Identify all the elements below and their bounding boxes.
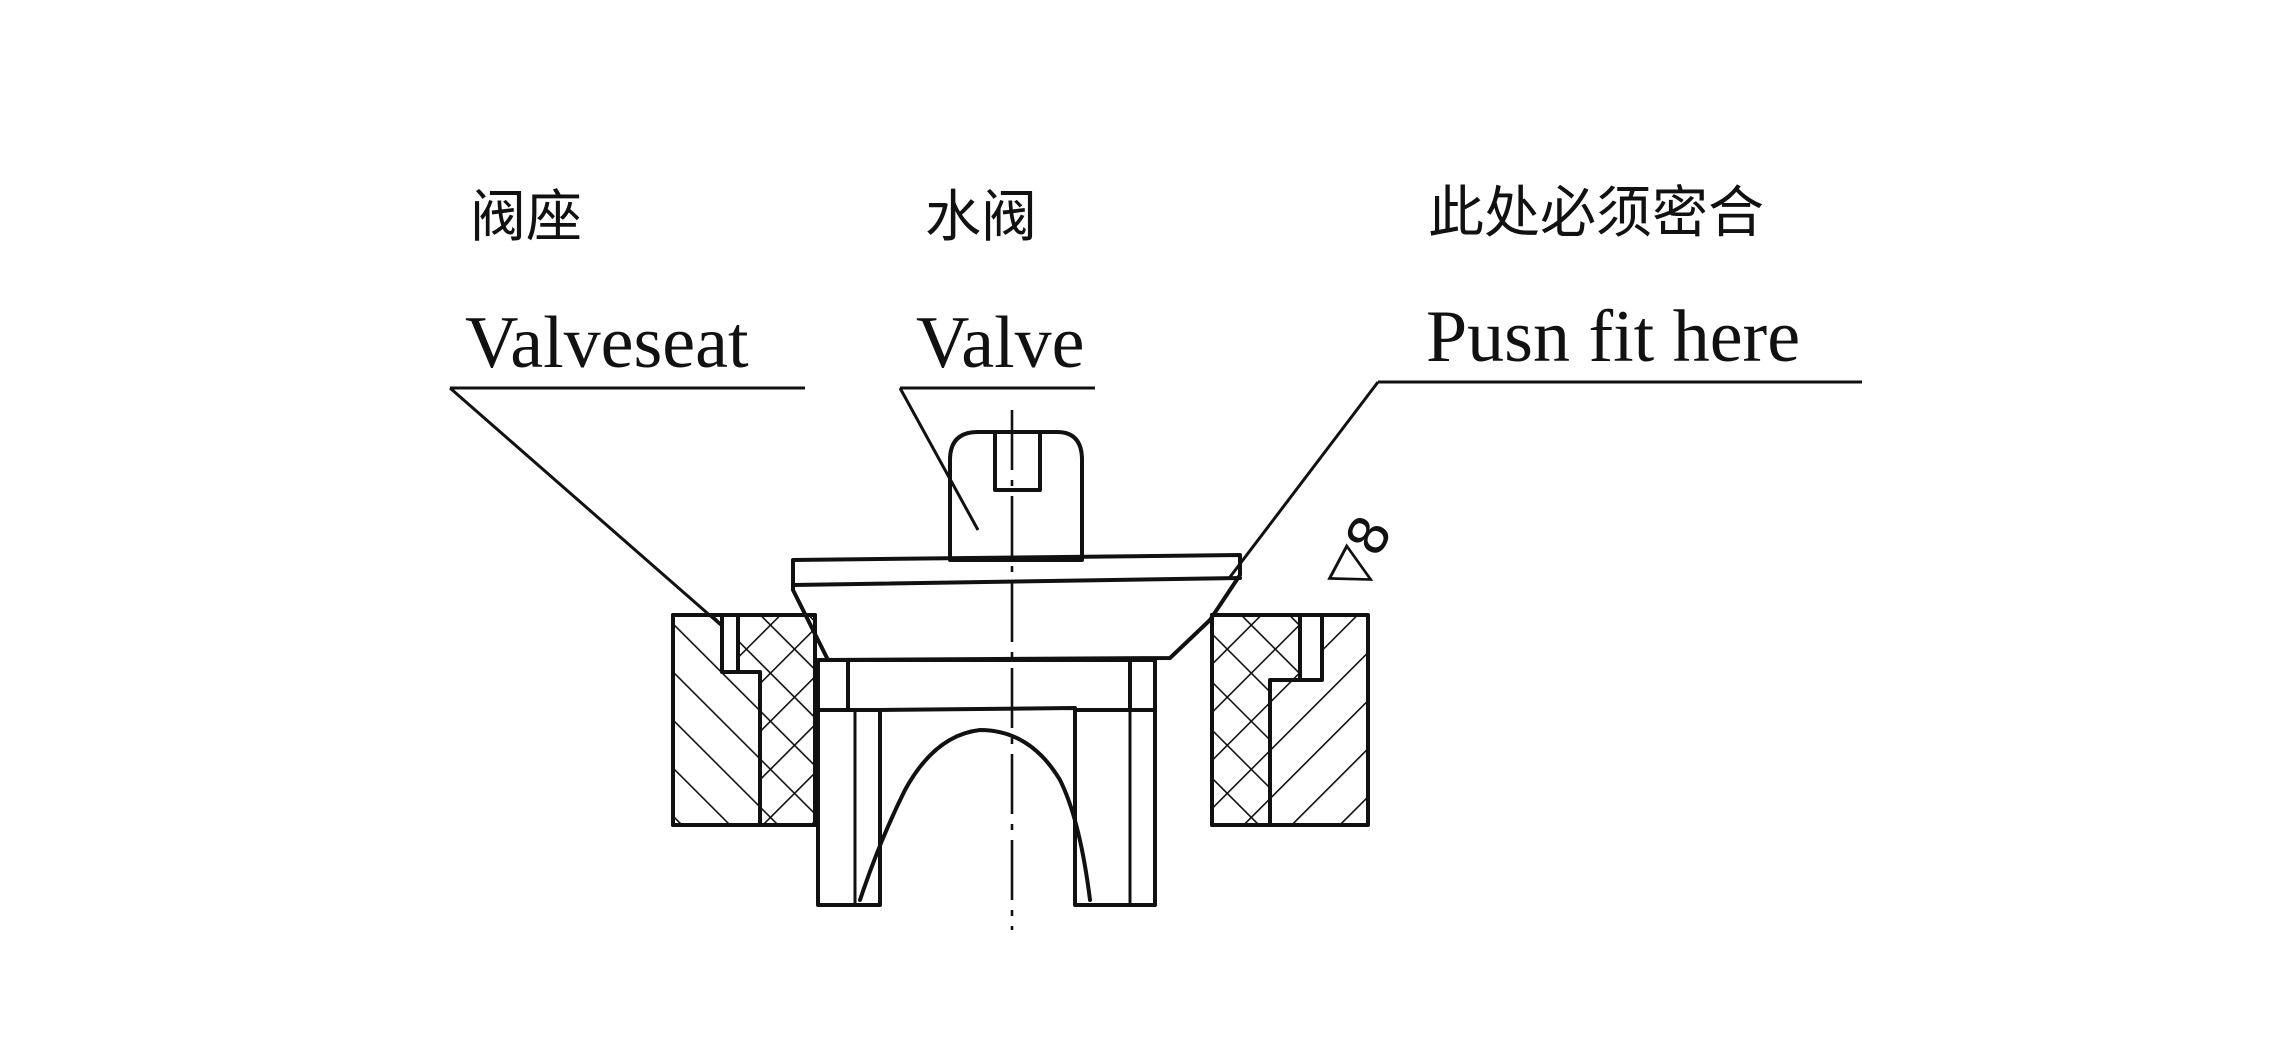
push-fit-label-en: Pusn fit here [1426, 296, 1801, 378]
left-housing-section [671, 613, 817, 827]
leader-valve [898, 386, 1095, 531]
valve-body [791, 430, 1242, 907]
valve-seat-label-en: Valveseat [465, 302, 749, 384]
push-fit-label-cn: 此处必须密合 [1428, 181, 1764, 246]
right-housing-section [1210, 613, 1370, 827]
leader-valve-seat [449, 386, 805, 642]
valve-label-en: Valve [916, 302, 1085, 384]
valve-label-cn: 水阀 [925, 185, 1037, 250]
valve-seat-label-cn: 阀座 [470, 185, 582, 250]
leader-push-fit [1228, 380, 1862, 578]
